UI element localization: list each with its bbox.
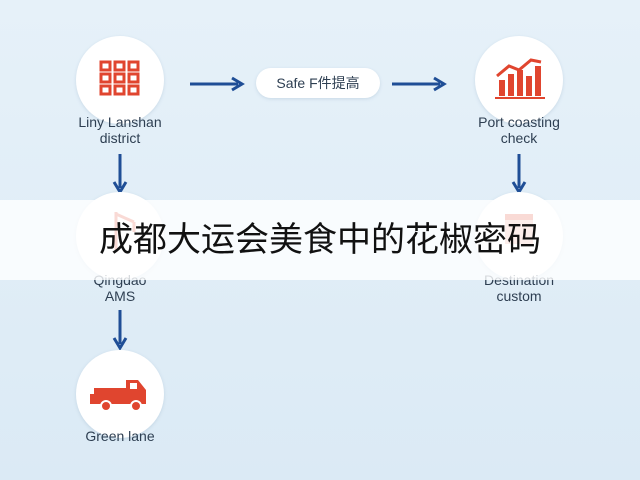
- arrow-down-left-1: [112, 154, 128, 195]
- arrow-right-2: [392, 76, 447, 92]
- arrow-right-1: [190, 76, 245, 92]
- node-port-circle: [475, 36, 563, 124]
- building-grid-icon: [99, 60, 140, 96]
- node-linyi-label: Liny Lanshan district: [78, 114, 162, 146]
- banner-title: 成都大运会美食中的花椒密码: [99, 220, 541, 260]
- truck-icon: [90, 380, 146, 412]
- bar-chart-icon: [495, 58, 545, 99]
- arrow-down-left-2: [112, 310, 128, 351]
- node-port-label: Port coasting check: [478, 114, 560, 146]
- arrow-down-right: [511, 154, 527, 195]
- node-green-circle: [76, 350, 164, 438]
- node-green-label: Green lane: [85, 428, 155, 444]
- node-safe-pill: Safe F件提高: [256, 68, 380, 98]
- node-linyi-circle: [76, 36, 164, 124]
- title-banner: [0, 200, 640, 280]
